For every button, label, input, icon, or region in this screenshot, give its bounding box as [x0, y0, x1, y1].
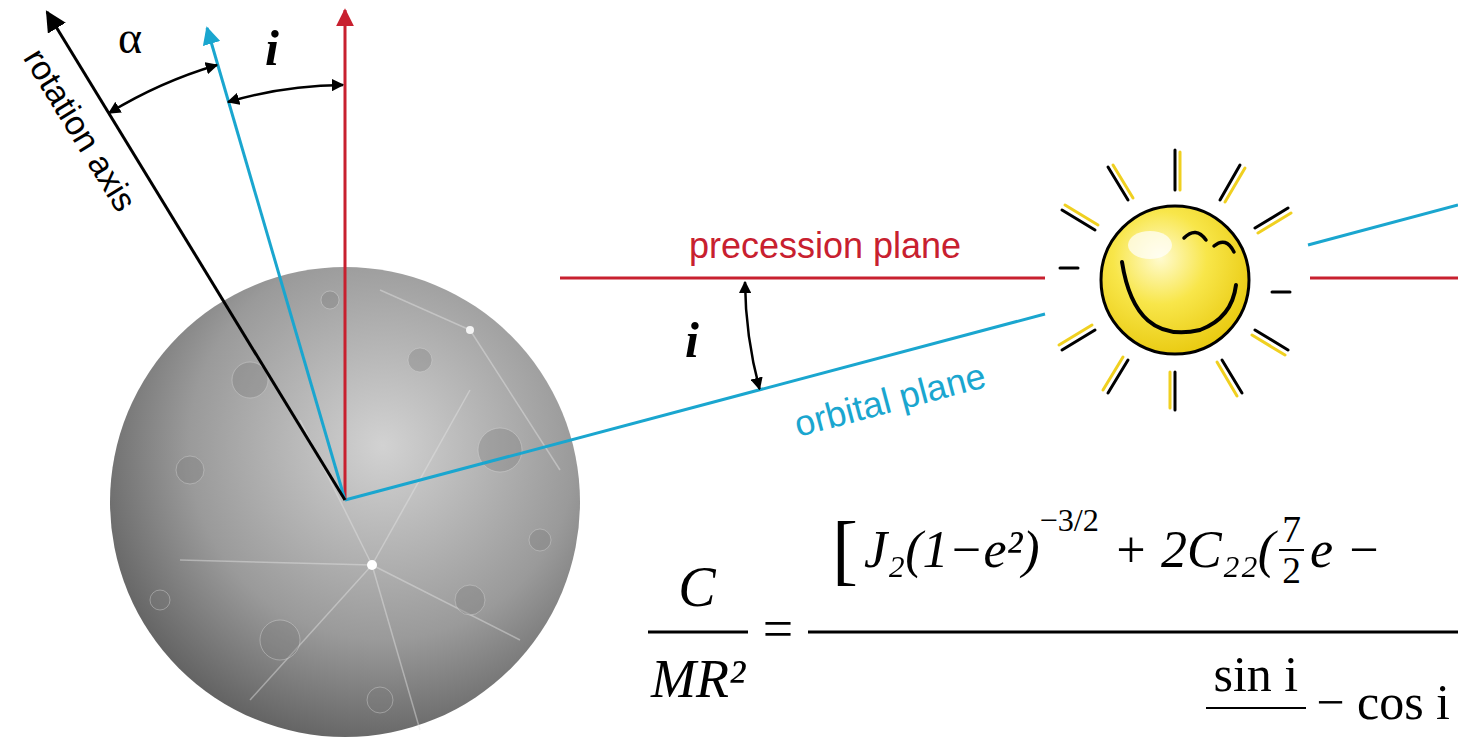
- sun-ray: [1258, 213, 1291, 233]
- angle-arc: [745, 282, 760, 389]
- formula-term: sin i: [1206, 648, 1307, 709]
- sun-ray: [1225, 168, 1245, 202]
- orbit-normal-arrow: [207, 28, 345, 500]
- angle-arc: [228, 85, 343, 102]
- orbital-plane-line: [1308, 205, 1458, 245]
- crater: [478, 428, 522, 472]
- formula-denominator: sin i− cos i: [1206, 648, 1451, 730]
- formula-fraction: 72: [1279, 510, 1304, 591]
- crater: [176, 456, 204, 484]
- craters: [150, 291, 551, 713]
- rotation-axis-arrow: [47, 12, 345, 500]
- crater: [260, 620, 300, 660]
- sun-ray: [1179, 152, 1182, 190]
- formula-term: 7: [1279, 510, 1304, 551]
- angle-symbol: i: [685, 313, 699, 368]
- sun-eye: [1214, 242, 1234, 252]
- sun-eye: [1184, 232, 1206, 240]
- fraction-bar: [648, 631, 748, 634]
- crater-ray: [372, 390, 470, 565]
- crater-ray: [250, 565, 372, 700]
- formula-term: J₂(1−e²): [864, 523, 1040, 578]
- precession-plane-line: [1310, 277, 1458, 280]
- plane-label: orbital plane: [790, 356, 990, 445]
- sun-ray: [1060, 267, 1078, 270]
- plane-label: precession plane: [689, 226, 961, 266]
- precession-axis-arrow: [344, 10, 347, 500]
- sun-highlight: [1128, 231, 1172, 259]
- formula-term: − cos i: [1316, 676, 1450, 731]
- bright-crater: [466, 326, 474, 334]
- sun-smile: [1122, 262, 1236, 332]
- bright-crater: [367, 560, 377, 570]
- crater: [408, 348, 432, 372]
- sun-rays: [1059, 150, 1291, 410]
- crater: [150, 590, 170, 610]
- formula-term: −3/2: [1040, 504, 1099, 538]
- formula-term: C: [678, 557, 715, 619]
- formula-term: =: [763, 600, 793, 659]
- sun-icon: [1059, 150, 1291, 410]
- formula-term: + 2C₂₂(: [1113, 523, 1275, 578]
- sun-face: [1101, 206, 1249, 354]
- sun-ray: [1217, 362, 1237, 396]
- sun-ray: [1272, 291, 1290, 294]
- formula-term: [: [832, 509, 858, 591]
- sun-ray: [1169, 372, 1172, 408]
- formula-term: MR²: [651, 650, 745, 709]
- angle-symbol: i: [265, 21, 279, 76]
- crater-ray: [372, 565, 520, 640]
- crater: [529, 529, 551, 551]
- crater: [455, 585, 485, 615]
- crater: [367, 687, 393, 713]
- crater-ray: [380, 290, 470, 330]
- crater-rays: [180, 290, 560, 730]
- sun-ray: [1059, 325, 1092, 345]
- sun-ray: [1252, 335, 1285, 355]
- fraction-bar: [808, 631, 1458, 634]
- crater-ray: [180, 560, 372, 565]
- sun-ray: [1174, 372, 1177, 410]
- precession-plane-line: [560, 277, 1045, 280]
- crater: [321, 291, 339, 309]
- sun-ray: [1113, 165, 1133, 198]
- formula-term: 2: [1279, 551, 1304, 590]
- sun-ray: [1174, 150, 1177, 190]
- sun-ray: [1103, 357, 1123, 390]
- angle-arc: [109, 65, 217, 113]
- angle-symbol: α: [118, 13, 142, 64]
- sun-ray: [1065, 205, 1098, 225]
- formula-numerator: [J₂(1−e²)−3/2 + 2C₂₂(72e −: [832, 500, 1381, 600]
- formula-term: e −: [1310, 523, 1381, 578]
